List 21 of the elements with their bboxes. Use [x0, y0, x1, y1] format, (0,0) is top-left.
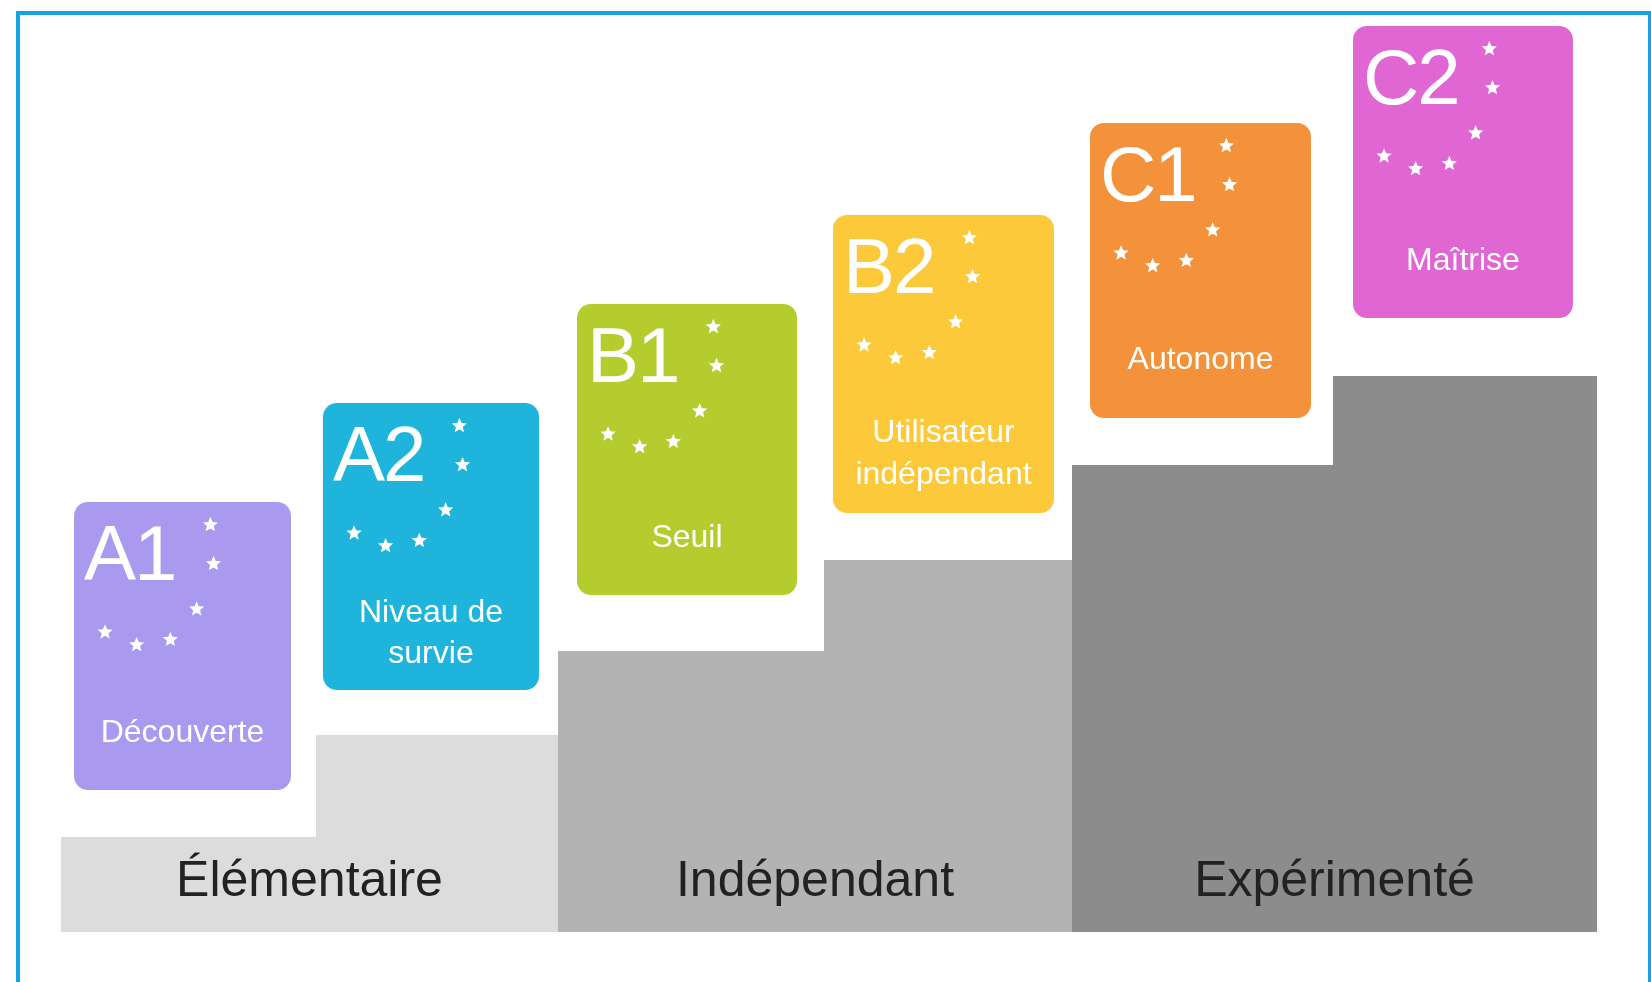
level-card: [833, 215, 1054, 513]
level-card: [323, 403, 539, 690]
level-code: A2: [333, 415, 425, 493]
level-name: Découverte: [99, 712, 266, 752]
level-card: [577, 304, 797, 595]
level-code: B1: [587, 316, 679, 394]
level-group-label: Élémentaire: [176, 854, 443, 904]
level-group-label: Expérimenté: [1194, 854, 1475, 904]
level-name: Seuil: [650, 517, 724, 556]
level-code: A1: [84, 514, 176, 592]
level-name: Autonome: [1126, 339, 1275, 379]
level-name: Maîtrise: [1405, 239, 1521, 279]
level-card: [1090, 123, 1311, 418]
level-card: [1353, 26, 1573, 318]
level-code: C2: [1363, 38, 1459, 116]
level-group-label: Indépendant: [675, 854, 955, 904]
level-card: [74, 502, 291, 790]
level-name: Utilisateur indépendant: [854, 412, 1033, 494]
level-name: Niveau de survie: [357, 592, 505, 673]
level-code: C1: [1100, 135, 1196, 213]
level-code: B2: [843, 227, 935, 305]
